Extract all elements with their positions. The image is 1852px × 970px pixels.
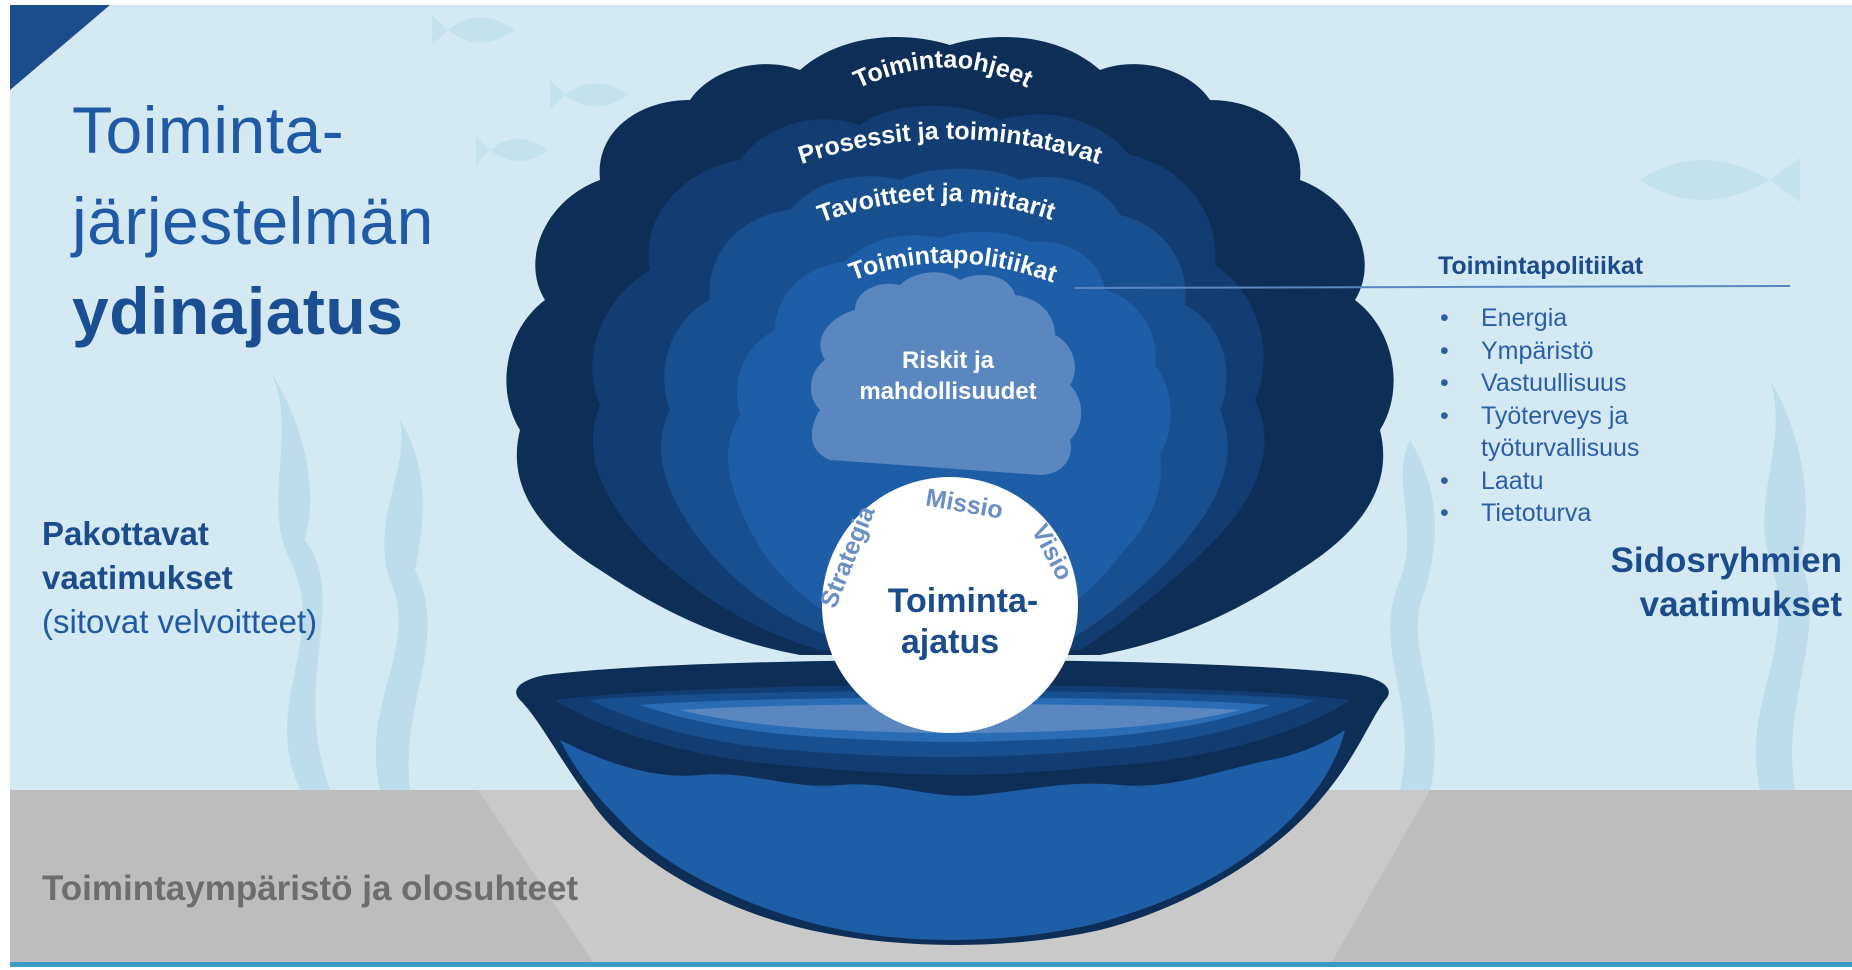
leader-line [1074,285,1791,289]
list-item: Työterveys ja työturvallisuus [1438,400,1701,465]
fish-1 [432,15,515,45]
decorative-fish [432,15,1800,202]
fish-3 [476,136,548,164]
left-label-line1: Pakottavat [42,515,209,552]
shell-core [810,272,1082,475]
right-label-line2: vaatimukset [1639,585,1842,624]
left-label: Pakottavat vaatimukset (sitovat velvoitt… [42,512,317,644]
title-line-1: Toiminta- [72,93,345,167]
ground-shade-right [1330,790,1852,965]
seaweed-left [270,370,330,790]
pearl-center-line2: ajatus [901,623,999,661]
seaweed-right-2 [1755,380,1810,790]
bottom-shell-body [560,730,1345,940]
right-panel-heading: Toimintapolitiikat [1438,252,1644,280]
pearl-center-line1: Toiminta- [888,582,1038,620]
left-label-line2: vaatimukset [42,559,233,596]
title-line-3: ydinajatus [72,274,404,348]
decorative-seaweed [270,370,1810,790]
corner-accent [10,5,110,90]
bottom-teal-line [10,962,1852,967]
environment-label: Toimintaympäristö ja olosuhteet [42,869,579,908]
seaweed-left-2 [375,420,428,790]
core-label-line2: mahdollisuudet [859,378,1036,405]
right-label: Sidosryhmien vaatimukset [1611,539,1842,627]
list-item: Ympäristö [1438,335,1701,368]
list-item: Tietoturva [1438,497,1701,530]
left-label-sub: (sitovat velvoitteet) [42,603,318,640]
list-item: Energia [1438,302,1701,335]
right-panel-list: Energia Ympäristö Vastuullisuus Työterve… [1438,302,1701,530]
list-item: Laatu [1438,465,1701,498]
core-label-line1: Riskit ja [902,347,995,374]
pearl [822,477,1078,733]
fish-4 [1640,158,1800,202]
title-line-2: järjestelmän [72,184,434,258]
fish-2 [550,80,628,110]
ground-shade-left [10,790,595,965]
list-item: Vastuullisuus [1438,367,1701,400]
right-label-line1: Sidosryhmien [1610,541,1842,580]
seaweed-right [1390,440,1435,790]
